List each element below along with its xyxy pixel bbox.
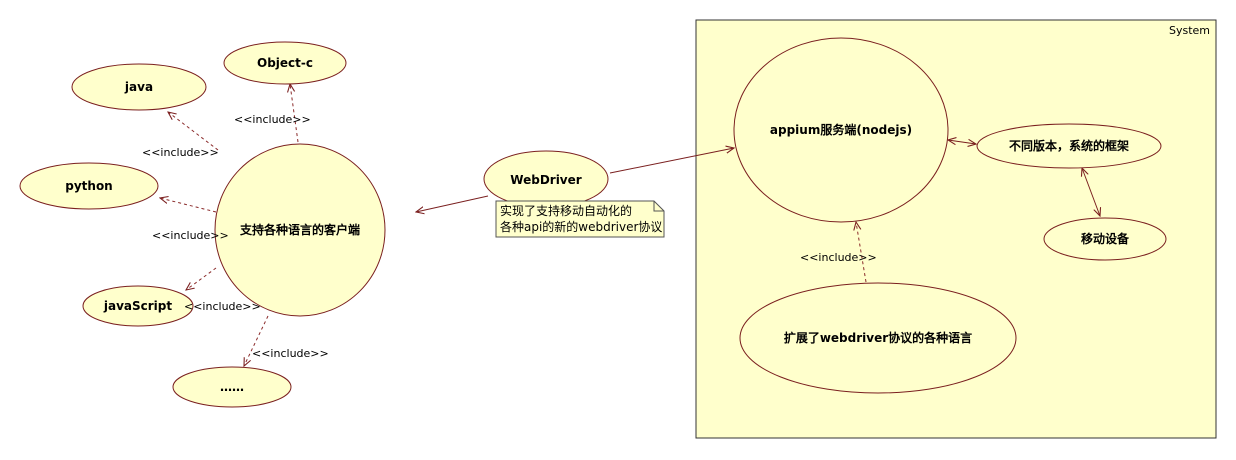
note-line-1: 实现了支持移动自动化的 <box>500 203 632 218</box>
usecase-javascript[interactable] <box>82 285 194 327</box>
include-javascript-line <box>186 267 217 290</box>
stereotype-include-object-c: <<include>> <box>234 113 311 126</box>
webdriver-to-server-line <box>609 148 734 174</box>
usecase-client-label: 支持各种语言的客户端 <box>239 222 360 237</box>
stereotype-include-java: <<include>> <box>142 146 219 159</box>
usecase-python-label: python <box>65 179 112 193</box>
usecase-extended-langs-label: 扩展了webdriver协议的各种语言 <box>784 330 972 345</box>
server-framework-line <box>948 140 976 144</box>
usecase-more[interactable] <box>172 366 292 408</box>
usecase-javascript-label: javaScript <box>103 299 173 313</box>
note-fold <box>653 201 664 212</box>
webdriver-to-client-line <box>416 195 489 212</box>
include-object-c-line <box>290 84 299 143</box>
usecase-framework-label: 不同版本，系统的框架 <box>1009 138 1129 153</box>
usecase-java[interactable] <box>71 63 207 111</box>
usecase-java-label: java <box>124 80 153 94</box>
stereotype-include-more: <<include>> <box>252 347 329 360</box>
usecase-framework[interactable] <box>976 123 1162 169</box>
usecase-object-c-label: Object-c <box>257 56 313 70</box>
include-python-line <box>160 198 217 213</box>
framework-device-line <box>1082 168 1100 216</box>
note-line-2: 各种api的新的webdriver协议 <box>500 219 662 234</box>
usecase-client[interactable] <box>214 143 386 317</box>
usecase-appium-server[interactable] <box>733 37 949 223</box>
usecase-python[interactable] <box>19 162 159 210</box>
include-server-line <box>856 222 867 283</box>
stereotype-include-python: <<include>> <box>152 229 229 242</box>
include-java-line <box>168 112 219 151</box>
usecase-more-label: …… <box>220 380 244 394</box>
usecase-extended-langs[interactable] <box>739 282 1017 394</box>
usecase-device[interactable] <box>1043 217 1167 261</box>
usecase-appium-server-label: appium服务端(nodejs) <box>770 122 912 137</box>
stereotype-include-server: <<include>> <box>800 251 877 264</box>
usecase-device-label: 移动设备 <box>1081 231 1130 246</box>
usecase-webdriver-label: WebDriver <box>510 173 581 187</box>
note-box[interactable] <box>495 200 665 238</box>
stereotype-include-javascript: <<include>> <box>184 300 261 313</box>
usecase-object-c[interactable] <box>223 41 347 85</box>
system-title: System <box>1169 24 1210 37</box>
